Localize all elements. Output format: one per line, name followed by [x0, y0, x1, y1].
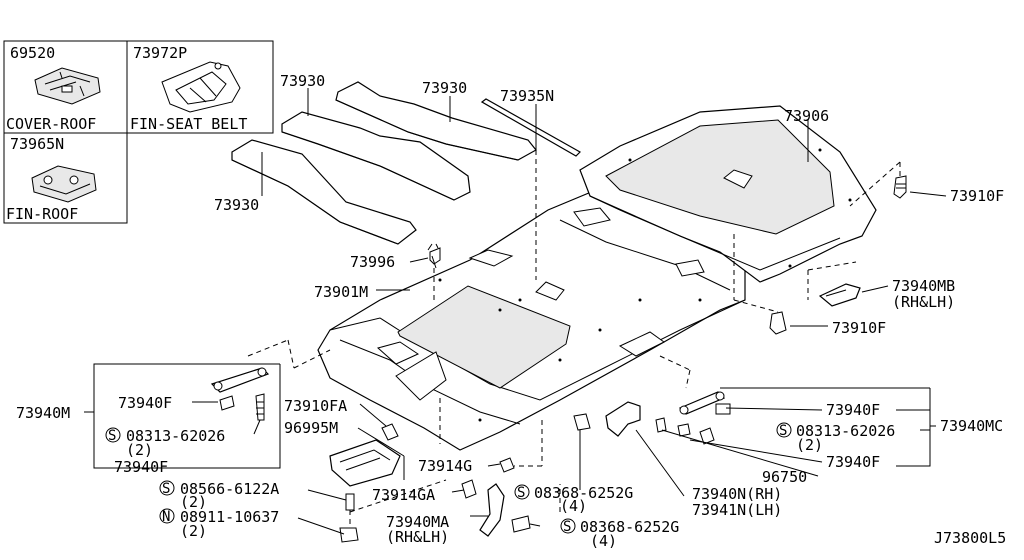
cover-roof-name: COVER-ROOF [6, 115, 96, 133]
label-73910F-lower[interactable]: 73910F [832, 319, 886, 337]
label-73901M[interactable]: 73901M [314, 283, 368, 301]
label-73940MB-side: (RH&LH) [892, 293, 955, 311]
svg-text:S: S [517, 485, 525, 501]
screw-08368-upper[interactable] [573, 413, 591, 431]
leader-lines [84, 88, 947, 535]
label-73930-a[interactable]: 73930 [280, 72, 325, 90]
clip-73996[interactable] [427, 243, 441, 269]
inset-panel [3, 40, 274, 224]
headlining-rear[interactable] [579, 105, 877, 283]
part-labels: 73930 73930 73930 73935N 73906 73910F 73… [16, 72, 1006, 550]
label-08566-qty: (2) [180, 493, 207, 511]
s-mark-icon: S [560, 518, 576, 535]
label-73996[interactable]: 73996 [350, 253, 395, 271]
cover-roof-icon [34, 67, 101, 105]
svg-text:S: S [162, 481, 170, 497]
label-73940F-right-1[interactable]: 73940F [826, 401, 880, 419]
insulator-pad-top[interactable] [335, 81, 537, 161]
label-73910FA[interactable]: 73910FA [284, 397, 347, 415]
svg-text:N: N [162, 509, 170, 525]
label-08313-right[interactable]: 08313-62026 [796, 422, 895, 440]
clip-96750[interactable] [655, 417, 667, 433]
s-mark-icon: S [159, 480, 175, 497]
n-mark-icon: N [159, 508, 175, 525]
fin-seat-belt-part-number: 73972P [133, 44, 187, 62]
svg-text:S: S [108, 428, 116, 444]
label-73906[interactable]: 73906 [784, 107, 829, 125]
clip-73910F-upper[interactable] [893, 175, 907, 199]
label-08313-right-qty: (2) [796, 436, 823, 454]
map-lamp-96995M[interactable] [329, 439, 401, 487]
label-08313-left[interactable]: 08313-62026 [126, 427, 225, 445]
handle-73940MA[interactable] [479, 483, 505, 537]
label-96750[interactable]: 96750 [762, 468, 807, 486]
label-73940N[interactable]: 73940N(RH) [692, 485, 782, 503]
assist-grip-left[interactable] [210, 367, 270, 421]
headlining-main[interactable] [317, 179, 746, 451]
clip-73910F-lower[interactable] [769, 311, 787, 335]
clip-73914G[interactable] [499, 457, 515, 473]
moulding-strip[interactable] [480, 98, 581, 157]
label-73935N[interactable]: 73935N [500, 87, 554, 105]
fin-roof-name: FIN-ROOF [6, 205, 78, 223]
label-73940F-left-1[interactable]: 73940F [118, 394, 172, 412]
insulator-pad-bottom[interactable] [231, 139, 417, 245]
label-08368-upper-qty: (4) [560, 497, 587, 515]
assist-grip-right[interactable] [677, 391, 731, 445]
label-08911[interactable]: 08911-10637 [180, 508, 279, 526]
label-73940MA-side: (RH&LH) [386, 528, 449, 546]
fin-seat-belt-icon [161, 61, 241, 113]
label-08566[interactable]: 08566-6122A [180, 480, 279, 498]
clip-73914GA[interactable] [461, 479, 477, 499]
handle-73940MB[interactable] [818, 283, 861, 307]
label-73940MA[interactable]: 73940MA [386, 513, 449, 531]
label-08313-left-qty: (2) [126, 441, 153, 459]
screw-08566[interactable] [345, 493, 355, 511]
clip-73910FA[interactable] [381, 423, 399, 441]
screw-08368-lower[interactable] [511, 515, 531, 533]
inset-fin-roof[interactable]: 73965N FIN-ROOF [6, 135, 97, 223]
label-73930-b[interactable]: 73930 [422, 79, 467, 97]
label-73940F-left-2[interactable]: 73940F [114, 458, 168, 476]
svg-text:S: S [563, 519, 571, 535]
label-96995M[interactable]: 96995M [284, 419, 338, 437]
label-08368-upper[interactable]: 08368-6252G [534, 484, 633, 502]
label-73940F-right-2[interactable]: 73940F [826, 453, 880, 471]
label-08368-lower-qty: (4) [590, 532, 617, 550]
label-73930-c[interactable]: 73930 [214, 196, 259, 214]
label-73940MC[interactable]: 73940MC [940, 417, 1003, 435]
label-73914G[interactable]: 73914G [418, 457, 472, 475]
nut-08911[interactable] [339, 527, 359, 543]
svg-text:S: S [779, 423, 787, 439]
inset-cover-roof[interactable]: 69520 COVER-ROOF [6, 44, 101, 133]
label-73940M[interactable]: 73940M [16, 404, 70, 422]
label-08368-lower[interactable]: 08368-6252G [580, 518, 679, 536]
s-mark-icon: S [514, 484, 530, 501]
label-73914GA[interactable]: 73914GA [372, 486, 435, 504]
fin-roof-icon [31, 165, 97, 203]
handle-73940N[interactable] [605, 401, 641, 437]
fin-roof-part-number: 73965N [10, 135, 64, 153]
label-08911-qty: (2) [180, 522, 207, 540]
inset-fin-seat-belt[interactable]: 73972P FIN-SEAT BELT [130, 44, 247, 133]
label-73910F-upper[interactable]: 73910F [950, 187, 1004, 205]
s-mark-icon: S [776, 422, 792, 439]
s-mark-icon: S [105, 427, 121, 444]
insulator-pad-middle[interactable] [281, 111, 471, 201]
cover-roof-part-number: 69520 [10, 44, 55, 62]
diagram-code: J73800L5 [934, 529, 1006, 547]
label-73941N[interactable]: 73941N(LH) [692, 501, 782, 519]
fin-seat-belt-name: FIN-SEAT BELT [130, 115, 247, 133]
label-73940MB[interactable]: 73940MB [892, 277, 955, 295]
